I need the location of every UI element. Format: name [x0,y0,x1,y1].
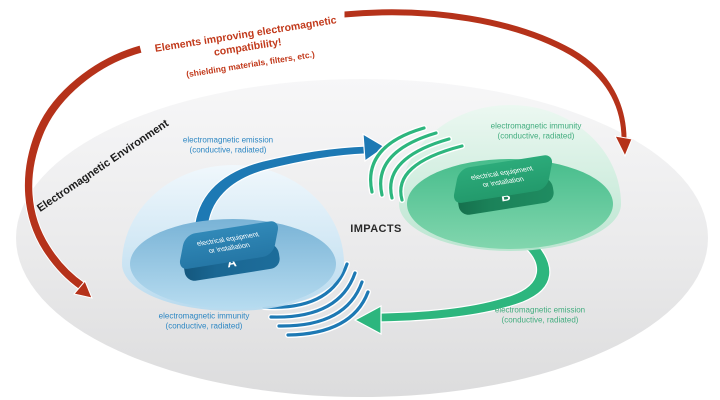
environment-ellipse [16,79,708,397]
emission-label-a: electromagnetic emission (conductive, ra… [182,135,274,155]
immunity-label-a: electromagnetic immunity (conductive, ra… [158,311,250,331]
immunity-label-b: electromagnetic immunity (conductive, ra… [490,121,582,141]
red-arrowhead-right-icon [614,135,633,158]
blue-arrowhead-icon [362,132,387,163]
green-arrowhead-icon [353,304,382,336]
blue-radiation-waves-icon [261,261,371,338]
green-radiation-waves-icon [367,125,465,203]
impacts-label: IMPACTS [350,223,402,235]
equipment-box-a-label: electrical equipment or installation [195,231,261,256]
equipment-box-b-label: electrical equipment or installation [469,165,535,190]
emission-label-b: electromagnetic emission (conductive, ra… [494,305,586,325]
red-arrowhead-left-icon [73,280,93,299]
